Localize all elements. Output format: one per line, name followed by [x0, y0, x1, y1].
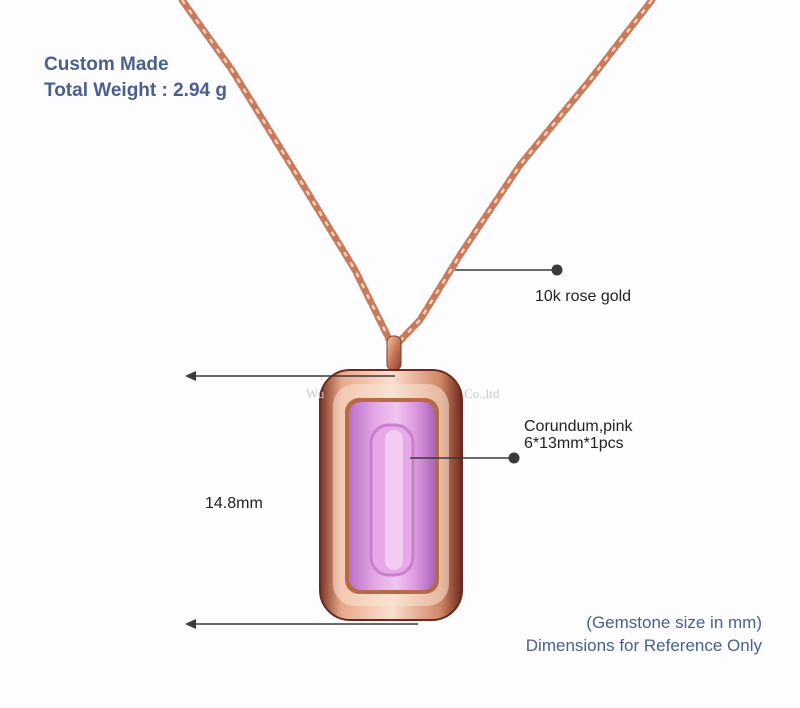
dimension-arrow-top — [185, 371, 395, 381]
total-weight-label: Total Weight : 2.94 g — [44, 80, 227, 101]
metal-label: 10k rose gold — [535, 288, 632, 305]
gemstone-size-label: 6*13mm*1pcs — [524, 435, 624, 452]
pendant-bail — [386, 335, 402, 371]
reference-only-note: Dimensions for Reference Only — [525, 636, 762, 655]
chain-right — [392, 0, 656, 349]
gemstone-name-label: Corundum,pink — [524, 418, 633, 435]
dimension-arrow-bottom — [185, 619, 418, 629]
reference-notes: (Gemstone size in mm) Dimensions for Ref… — [526, 611, 762, 657]
watermark-left: Wu — [306, 386, 325, 401]
custom-made-label: Custom Made — [44, 54, 169, 75]
pendant — [319, 369, 463, 621]
gemstone-size-note: (Gemstone size in mm) — [586, 613, 762, 632]
callout-gemstone — [410, 452, 520, 464]
product-header: Custom Made Total Weight : 2.94 g — [44, 52, 227, 104]
watermark-right: Co.,ltd — [464, 386, 500, 401]
height-dimension-label: 14.8mm — [205, 495, 263, 512]
chain-left — [178, 0, 396, 349]
callout-metal — [455, 264, 563, 276]
